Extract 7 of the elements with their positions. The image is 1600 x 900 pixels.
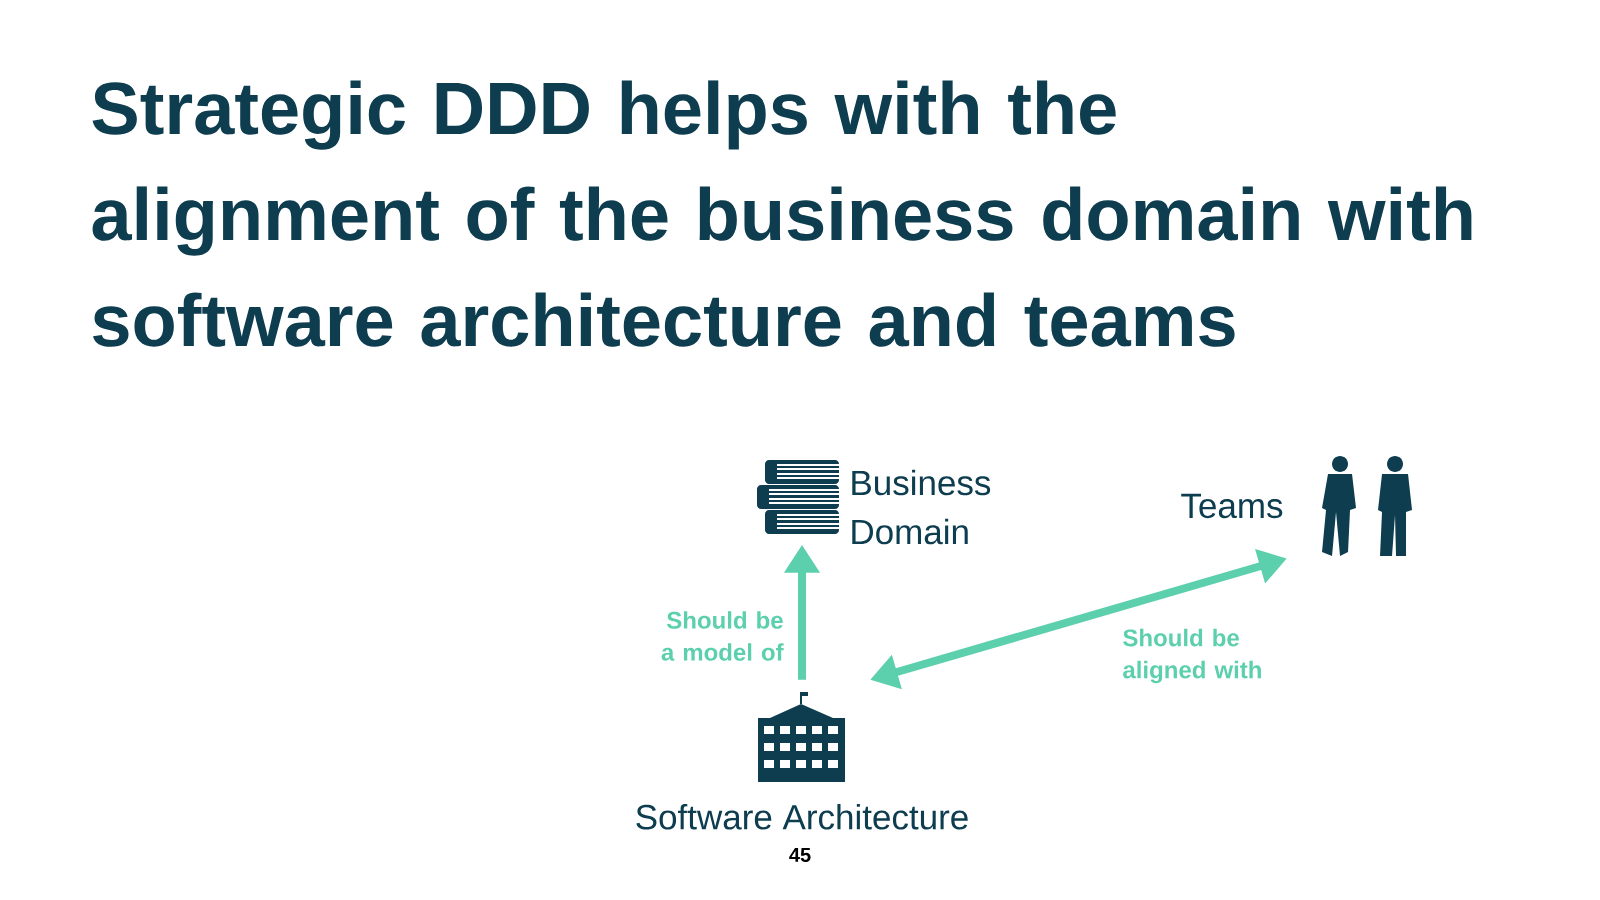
node-label: Teams <box>1181 493 1283 519</box>
edge-label: Should be a model of <box>661 611 784 661</box>
node-label: Business Domain <box>852 469 991 545</box>
title: Strategic DDD helps with the alignment of the business domain with software architecture and teams <box>92 80 1472 347</box>
edge-label: Should be aligned with <box>1123 628 1261 684</box>
node-label: Software Architecture <box>636 803 968 830</box>
page-number: 45 <box>789 848 811 862</box>
